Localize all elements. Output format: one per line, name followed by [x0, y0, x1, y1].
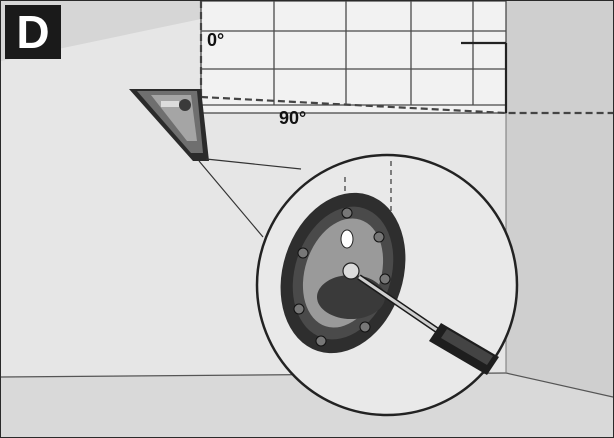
angle-label-horizontal: 90°	[279, 108, 307, 128]
laser-device	[129, 89, 209, 161]
screwdriver	[357, 274, 499, 375]
figure-label: D	[5, 5, 61, 59]
laser-lines	[199, 1, 613, 115]
right-wall	[506, 1, 613, 397]
laser-line-horizontal	[200, 95, 613, 115]
wall-tiles	[200, 1, 508, 114]
detail-magnifier	[255, 153, 519, 417]
angle-label-vertical: 0°	[207, 30, 225, 50]
